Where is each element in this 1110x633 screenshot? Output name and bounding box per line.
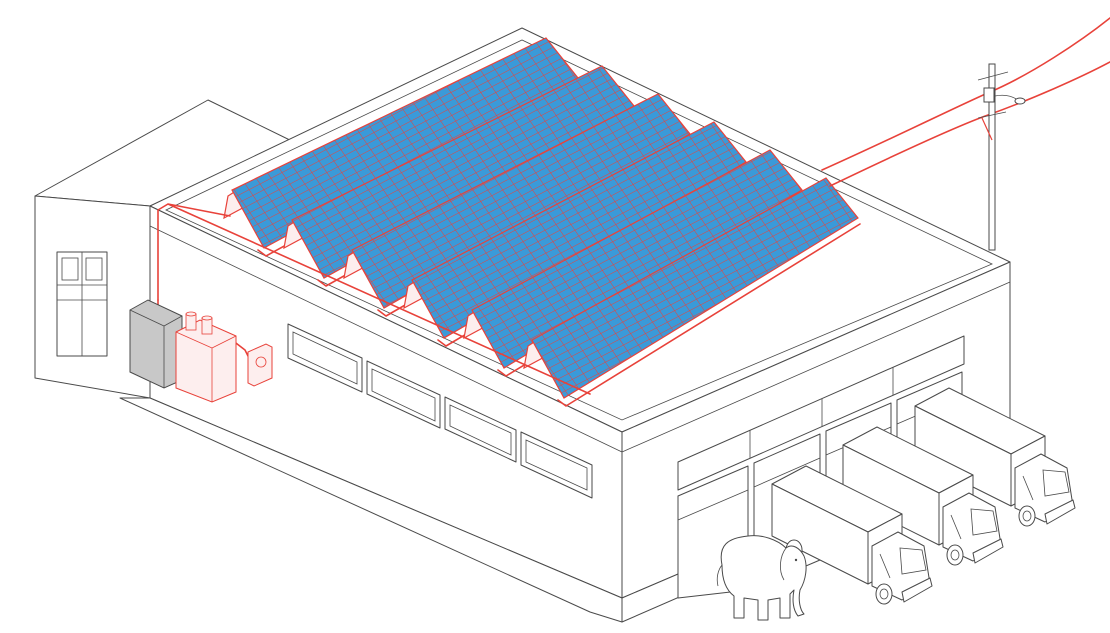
- utility-pole-icon: [978, 64, 1025, 250]
- elephant-icon: [717, 536, 806, 620]
- annex-door: [57, 252, 107, 356]
- truck-wheel: [876, 584, 892, 604]
- truck-wheel: [1019, 506, 1035, 526]
- electric-meter-icon: [248, 344, 272, 386]
- grid-feed-wire-2: [830, 62, 1110, 186]
- grid-feed-wire: [822, 18, 1110, 170]
- truck-wheel: [947, 545, 963, 565]
- inverter-cabinet-icon: [130, 300, 182, 388]
